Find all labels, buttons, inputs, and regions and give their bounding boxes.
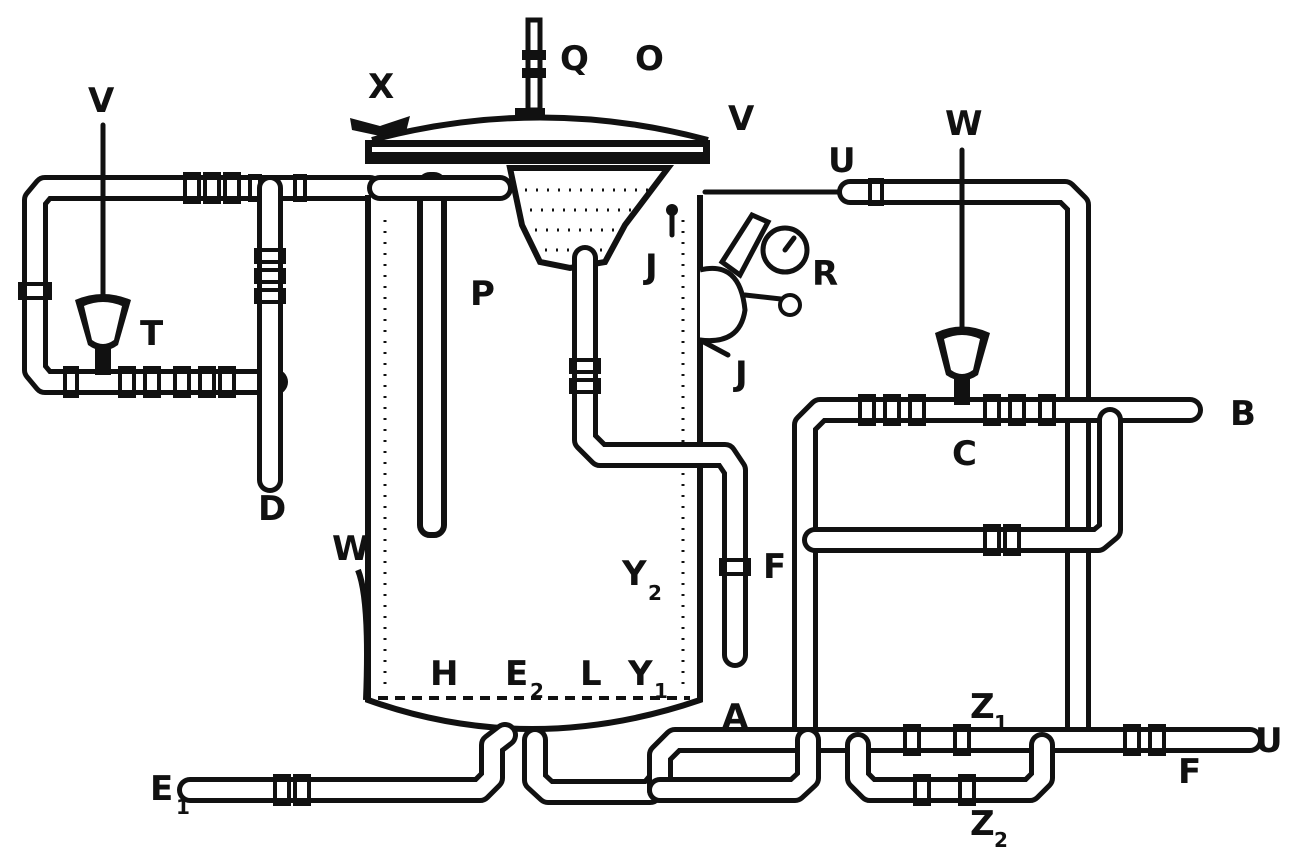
inner-tube-P [367,172,513,538]
label-F-mid: F [763,547,786,587]
label-L: L [580,654,602,694]
pipe-W-left [355,568,370,701]
bottom-pipe-fittings [273,724,1166,806]
label-Y2-sub: 2 [648,581,662,605]
label-E1-sub: 1 [176,795,190,819]
label-U-top: U [828,141,856,181]
label-B: B [1230,394,1256,434]
bottom-pipe-network [177,722,1263,805]
label-Z1: Z [970,687,995,727]
label-W-top: W [945,104,983,144]
label-U-right: U [1255,721,1283,761]
label-Y1-sub: 1 [654,679,668,703]
label-Z1-sub: 1 [994,711,1008,735]
stem-pipe-to-F [569,245,751,668]
float-valve-T [75,122,131,375]
label-J-lower: J [733,354,748,394]
label-X: X [368,67,394,107]
label-P: P [470,274,495,314]
label-W-left: W [332,529,370,569]
label-Z2: Z [970,804,995,844]
label-F-right: F [1178,752,1201,792]
label-V-right: V [728,99,755,139]
label-D: D [258,489,286,529]
label-Y2: Y [621,554,647,594]
label-V-left: V [88,81,115,121]
label-Y1: Y [627,654,653,694]
label-R: R [812,254,838,294]
vessel-lid [350,17,710,164]
label-Q: Q [560,39,589,79]
label-T: T [140,314,164,354]
label-E1: E [150,769,173,809]
right-pipe-fittings [858,178,1056,556]
float-valve-C [935,147,990,405]
label-A: A [722,697,749,737]
label-Z2-sub: 2 [994,828,1008,852]
label-E2-sub: 2 [530,679,544,703]
gauge-R [666,204,810,358]
left-pipe-fittings [18,172,307,398]
label-C: C [952,434,977,474]
labels: V X Q O V U W J R P T J B C D W F Y 2 H … [88,39,1283,852]
right-pipe-network [702,179,1203,753]
label-E2: E [505,654,528,694]
label-O: O [635,39,664,79]
label-H: H [430,654,458,694]
label-J-upper: J [643,247,658,287]
